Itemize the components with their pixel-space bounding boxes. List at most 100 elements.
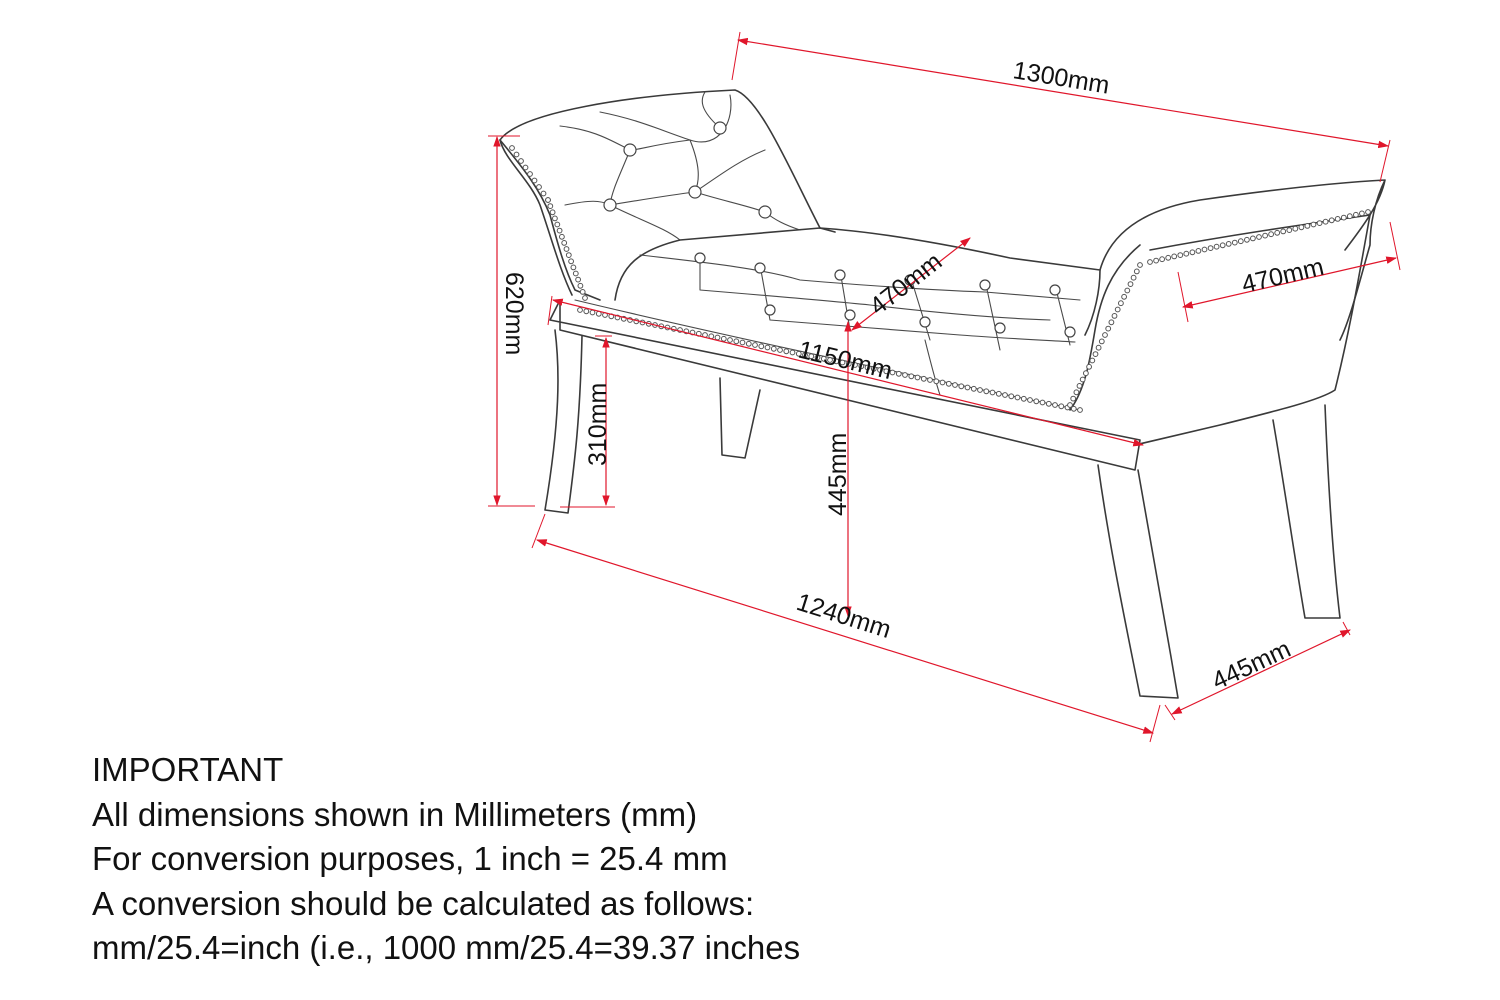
- nailhead: [1334, 216, 1341, 222]
- nailhead: [927, 377, 933, 383]
- nailhead: [1130, 274, 1137, 281]
- nailhead: [513, 151, 520, 158]
- nailhead: [1111, 313, 1118, 319]
- nailhead: [1250, 235, 1256, 242]
- nailhead: [554, 221, 561, 228]
- label-total-height: 620mm: [500, 272, 528, 355]
- nailhead: [977, 387, 983, 393]
- nailhead: [752, 342, 758, 348]
- nailhead: [714, 334, 721, 341]
- right-arm-side: [1134, 214, 1371, 446]
- nailhead: [1286, 227, 1293, 234]
- nailhead: [1359, 210, 1365, 217]
- nailhead: [1328, 217, 1335, 224]
- nailhead: [545, 197, 551, 203]
- nailhead: [536, 184, 542, 190]
- dim-seat-depth-line: [851, 237, 971, 331]
- nailhead: [1365, 209, 1371, 215]
- label-arm-depth: 470mm: [1239, 253, 1327, 299]
- nailhead: [1304, 223, 1311, 229]
- label-seat-width: 1150mm: [796, 336, 895, 386]
- nailhead: [561, 240, 568, 246]
- nailhead: [1292, 225, 1299, 232]
- nailhead: [509, 145, 515, 151]
- nailhead: [1073, 389, 1080, 396]
- nailhead: [1310, 221, 1317, 228]
- nailhead: [1256, 234, 1262, 240]
- nailhead: [914, 374, 921, 381]
- nailhead: [575, 276, 581, 283]
- nailhead: [1020, 395, 1027, 402]
- dim-leg-span-line: [535, 539, 1155, 734]
- nailhead: [908, 373, 915, 380]
- nailhead: [589, 309, 596, 316]
- nailhead: [895, 370, 902, 377]
- nailhead: [579, 289, 586, 295]
- nailhead: [1213, 243, 1220, 250]
- nailhead: [1092, 351, 1099, 358]
- nailhead: [970, 385, 977, 392]
- nailhead: [958, 383, 965, 390]
- nailhead: [1207, 245, 1214, 252]
- nailhead: [522, 164, 529, 171]
- nailhead: [1244, 236, 1250, 243]
- nailhead: [1171, 253, 1178, 260]
- nailhead: [1231, 239, 1238, 246]
- nailhead: [1039, 399, 1046, 406]
- nailhead: [745, 340, 752, 347]
- nailhead: [540, 190, 547, 197]
- nailhead: [939, 379, 946, 386]
- nailhead: [547, 203, 554, 210]
- left-arm-outline: [499, 89, 836, 301]
- nailhead: [1045, 400, 1052, 407]
- nailhead: [1268, 231, 1274, 238]
- nailhead: [1102, 332, 1108, 338]
- nailhead: [582, 295, 588, 301]
- nailhead: [964, 384, 971, 391]
- label-leg-height: 310mm: [584, 383, 612, 466]
- nailhead: [1118, 300, 1124, 307]
- nailhead: [1033, 398, 1040, 405]
- nailhead: [1052, 402, 1058, 408]
- nailhead: [568, 258, 574, 265]
- nailhead: [1322, 218, 1329, 225]
- left-arm-front: [499, 139, 573, 296]
- nailhead: [1237, 238, 1244, 245]
- tuft-button: [758, 205, 772, 219]
- nailhead: [1189, 249, 1196, 256]
- tuft-button: [623, 143, 637, 157]
- nailhead: [1147, 259, 1153, 265]
- nailhead: [1274, 229, 1281, 236]
- nailhead: [518, 158, 524, 164]
- back-right-leg: [1272, 404, 1341, 619]
- nailhead: [1114, 306, 1121, 313]
- tuft-button: [713, 121, 727, 135]
- nailhead: [783, 348, 790, 355]
- notes-line: mm/25.4=inch (i.e., 1000 mm/25.4=39.37 i…: [92, 929, 801, 966]
- nailhead: [1070, 395, 1077, 402]
- nailhead: [758, 343, 765, 350]
- nailhead: [933, 378, 940, 385]
- nailhead: [1159, 256, 1165, 263]
- nailhead: [1058, 403, 1065, 410]
- nailhead: [1298, 224, 1305, 231]
- nailhead: [577, 307, 583, 313]
- notes-heading: IMPORTANT: [92, 751, 284, 788]
- nailhead: [1177, 252, 1184, 259]
- nailhead: [552, 215, 558, 222]
- right-arm-outline: [1099, 179, 1386, 341]
- front-right-leg: [1097, 464, 1179, 699]
- label-seat-height: 445mm: [824, 433, 852, 516]
- notes-line: A conversion should be calculated as fol…: [92, 884, 755, 922]
- nailhead: [1095, 344, 1102, 351]
- nailhead: [727, 337, 733, 343]
- nailhead: [777, 347, 783, 353]
- nailhead: [1133, 268, 1140, 275]
- conversion-notes: IMPORTANT All dimensions shown in Millim…: [92, 748, 800, 971]
- nailhead: [789, 349, 796, 356]
- nailhead: [1067, 402, 1073, 408]
- nailhead: [1165, 254, 1172, 261]
- nailhead: [1201, 246, 1208, 253]
- nailhead: [952, 382, 958, 388]
- nailhead: [764, 344, 771, 351]
